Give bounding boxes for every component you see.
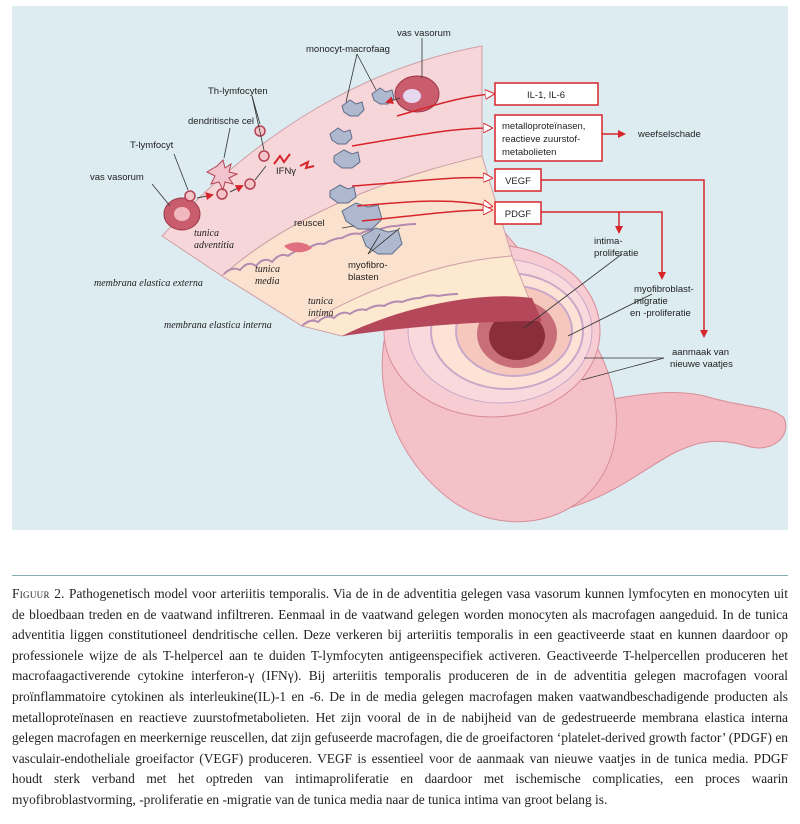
intimal-proliferation <box>342 296 542 336</box>
label-monocyt-macrofaag: monocyt-macrofaag <box>306 44 390 55</box>
box-il-label: IL-1, IL-6 <box>527 90 565 101</box>
cell-interaction-arrows <box>196 96 401 201</box>
figure-caption: Figuur 2. Pathogenetisch model voor arte… <box>12 584 788 811</box>
box-mmp-line-3: metabolieten <box>502 147 556 158</box>
diagram-labels: vas vasorum monocyt-macrofaag Th-lymfocy… <box>90 28 733 370</box>
label-aanmaak-vaatjes-1: aanmaak van <box>672 347 729 358</box>
vas-vasorum-top <box>394 75 440 113</box>
label-myofibroblasten-1: myofibro- <box>348 260 388 271</box>
figure-panel: IL-1, IL-6 metalloproteïnasen, reactieve… <box>12 6 788 530</box>
box-mmp-line-2: reactieve zuurstof- <box>502 134 580 145</box>
label-membrana-elastica-externa: membrana elastica externa <box>94 278 203 289</box>
label-intima-proliferatie-2: proliferatie <box>594 248 638 259</box>
label-tunica-media-2: media <box>255 276 279 287</box>
pathogenesis-diagram: IL-1, IL-6 metalloproteïnasen, reactieve… <box>12 6 788 530</box>
label-tunica-adventitia-2: adventitia <box>194 240 234 251</box>
myofibroblast-cell <box>284 242 312 253</box>
label-tunica-adventitia-1: tunica <box>194 228 219 239</box>
label-t-lymfocyt: T-lymfocyt <box>130 140 174 151</box>
box-mmp-line-1: metalloproteïnasen, <box>502 121 585 132</box>
caption-lead: Figuur 2. <box>12 586 65 601</box>
caption-text: Pathogenetisch model voor arteriitis tem… <box>12 586 788 807</box>
label-vas-vasorum-top: vas vasorum <box>397 28 451 39</box>
label-membrana-elastica-interna: membrana elastica interna <box>164 320 272 331</box>
label-myofibroblasten-2: blasten <box>348 272 379 283</box>
label-myofibroblast-migratie-1: myofibroblast- <box>634 284 694 295</box>
label-weefselschade: weefselschade <box>637 129 701 140</box>
label-dendritische-cel: dendritische cel <box>188 116 254 127</box>
label-myofibroblast-migratie-3: en -proliferatie <box>630 308 691 319</box>
label-tunica-intima-1: tunica <box>308 296 333 307</box>
dendritic-cell <box>205 159 239 192</box>
label-vas-vasorum-left: vas vasorum <box>90 172 144 183</box>
vas-vasorum-left <box>163 197 201 231</box>
label-th-lymfocyten: Th-lymfocyten <box>208 86 268 97</box>
box-il: IL-1, IL-6 <box>494 82 599 106</box>
box-vegf: VEGF <box>494 168 542 192</box>
label-tunica-media-1: tunica <box>255 264 280 275</box>
cytokine-arrows <box>351 94 492 222</box>
lymphocyte-cells <box>184 125 270 202</box>
label-myofibroblast-migratie-2: migratie <box>634 296 668 307</box>
box-vegf-label: VEGF <box>505 176 531 187</box>
pointer-lines <box>151 38 665 381</box>
box-mmp: metalloproteïnasen, reactieve zuurstof- … <box>494 114 603 162</box>
ifn-signal <box>273 153 291 165</box>
caption-divider <box>12 575 788 576</box>
effect-arrows <box>541 130 708 338</box>
membrana-elastica-interna-line <box>301 293 459 327</box>
box-pdgf-label: PDGF <box>505 209 532 220</box>
vessel-lumen <box>489 312 545 360</box>
label-aanmaak-vaatjes-2: nieuwe vaatjes <box>670 359 733 370</box>
box-pdgf: PDGF <box>494 201 542 225</box>
label-intima-proliferatie-1: intima- <box>594 236 623 247</box>
label-tunica-intima-2: intima <box>308 308 334 319</box>
label-ifn: IFNγ <box>276 166 296 177</box>
label-reuscel: reuscel <box>294 218 325 229</box>
